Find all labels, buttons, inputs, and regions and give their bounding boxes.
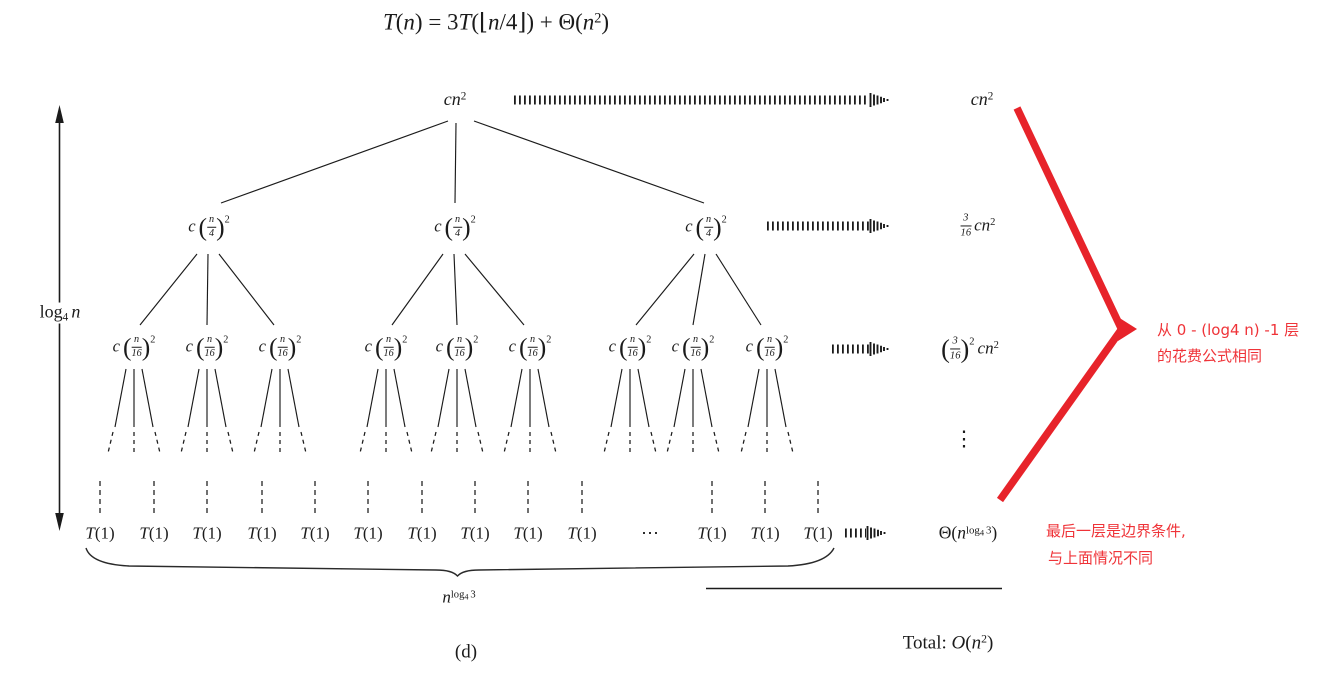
leaf-6: T(1) <box>407 523 437 543</box>
leaf-9: T(1) <box>567 523 597 543</box>
leaf-1: T(1) <box>139 523 169 543</box>
cost-vdots: ⋮ <box>953 426 975 451</box>
leaf-12: T(1) <box>803 523 833 543</box>
red-chevron <box>996 106 1137 503</box>
leaf-2: T(1) <box>192 523 222 543</box>
leaf-3: T(1) <box>247 523 277 543</box>
annotation-boundary-line2: 与上面情况不同 <box>1048 549 1154 567</box>
tree-dashed-edges <box>99 431 819 516</box>
annotation-same-cost-line1: 从 0 - (log4 n) -1 层 <box>1157 321 1300 339</box>
leaf-10: T(1) <box>697 523 727 543</box>
leaf-0: T(1) <box>85 523 115 543</box>
chevron-tip <box>1118 317 1137 341</box>
subfigure-label: (d) <box>454 641 478 663</box>
recurrence-formula: T(n) = 3T(⌊n/4⌋) + Θ(n2) <box>382 9 610 35</box>
leaf-underbrace <box>85 547 835 578</box>
leaf-4: T(1) <box>300 523 330 543</box>
leaf-8: T(1) <box>513 523 543 543</box>
leaf-7: T(1) <box>460 523 490 543</box>
annotation-boundary-line1: 最后一层是边界条件, <box>1046 522 1186 540</box>
level-dotted-arrows <box>514 93 889 540</box>
arrowhead-up <box>55 105 64 123</box>
leaf-5: T(1) <box>353 523 383 543</box>
tree-edges <box>114 120 787 428</box>
node-root: cn2 <box>443 89 467 109</box>
leaf-11: T(1) <box>750 523 780 543</box>
total-label: Total: O(n2) <box>902 632 994 654</box>
arrowhead-down <box>55 513 64 531</box>
cost-level-0: cn2 <box>970 89 994 109</box>
annotation-same-cost-line2: 的花费公式相同 <box>1157 347 1263 365</box>
leaf-ellipsis: ⋯ <box>641 523 659 543</box>
